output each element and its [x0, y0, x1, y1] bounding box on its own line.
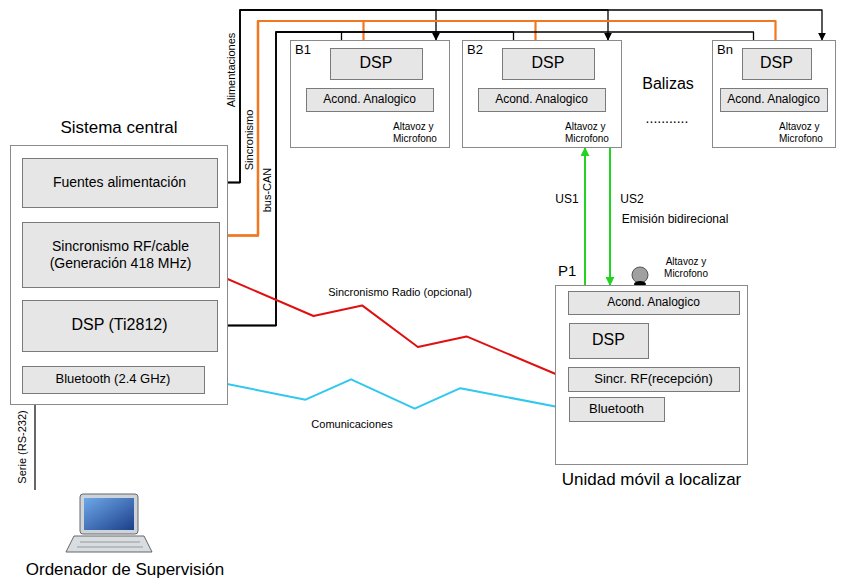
box-label: Acond. Analogico: [602, 294, 705, 312]
group-label: Balizas: [640, 75, 696, 93]
unit-id: P1: [558, 262, 576, 279]
module-box: DSP: [502, 48, 595, 80]
computer-label: Ordenador de Supervisión: [10, 560, 240, 580]
box-label: Sincronismo RF/cable (Generación 418 MHz…: [23, 236, 219, 272]
antenna-mark: [190, 276, 576, 408]
box-label: DSP: [755, 52, 798, 74]
speaker-label: Altavoz y Microfono: [779, 121, 833, 145]
box-label: Acond. Analogico: [722, 91, 825, 109]
mobile-unit-box: P1Altavoz y MicrofonoUnidad móvil a loca…: [555, 285, 748, 465]
speaker-label: Altavoz y Microfono: [656, 256, 716, 280]
module-box: Bluetooth (2.4 GHz): [22, 366, 205, 394]
module-box: Sincronismo RF/cable (Generación 418 MHz…: [22, 222, 220, 288]
box-label: DSP: [527, 52, 570, 74]
box-label: Fuentes alimentación: [48, 172, 191, 192]
beacon-id: Bn: [717, 43, 733, 58]
connector-label: US1: [553, 193, 580, 207]
connector: [584, 148, 586, 285]
box-label: Bluetooth: [584, 400, 649, 419]
box-label: DSP: [355, 52, 398, 74]
connector: [609, 148, 611, 285]
speaker-label: Altavoz y Microfono: [393, 121, 447, 145]
module-box: Bluetooth: [569, 397, 665, 422]
module-box: Acond. Analogico: [568, 291, 740, 315]
wire-label: bus-CAN: [261, 166, 274, 215]
connector: [218, 10, 437, 183]
box-label: DSP: [587, 329, 630, 351]
box-label: Acond. Analogico: [318, 91, 421, 109]
module-box: Acond. Analogico: [478, 88, 606, 112]
connector: [218, 32, 754, 326]
module-box: Fuentes alimentación: [22, 158, 218, 208]
module-box: DSP: [742, 48, 812, 80]
note-label: Emisión bidirecional: [620, 213, 731, 227]
module-box: DSP: [330, 48, 423, 80]
box-label: Acond. Analogico: [490, 91, 593, 109]
box-label: DSP (Ti2812): [66, 314, 172, 336]
wire-label: Alimentaciones: [225, 31, 238, 110]
beacon-box: B1Altavoz y Microfono DSP Acond. Analogico: [290, 40, 450, 148]
connector-label: Comunicaciones: [309, 418, 394, 431]
connector: [220, 276, 568, 380]
system-housing: Sistema centralFuentes alimentaciónSincr…: [10, 145, 228, 405]
connector-label: US2: [618, 193, 645, 207]
heading: Unidad móvil a localizar: [556, 470, 747, 490]
beacon-id: B1: [295, 43, 311, 58]
beacon-id: B2: [467, 43, 483, 58]
module-box: Acond. Analogico: [720, 88, 828, 112]
laptop-icon: [66, 494, 152, 552]
connector: [34, 405, 35, 490]
box-label: Bluetooth (2.4 GHz): [51, 370, 176, 389]
module-box: Acond. Analogico: [306, 88, 434, 112]
connector: [220, 21, 776, 236]
connector-label: Sincronismo Radio (opcional): [326, 286, 474, 299]
connector: [205, 379, 569, 409]
wire-label: Sincronismo: [243, 108, 256, 173]
speaker-label: Altavoz y Microfono: [565, 121, 619, 145]
ellipsis: ...........: [644, 110, 691, 126]
module-box: DSP (Ti2812): [22, 300, 218, 352]
module-box: DSP: [569, 323, 649, 359]
beacon-box: BnAltavoz y Microfono DSP Acond. Analogico: [712, 40, 836, 148]
speaker-icon: [632, 267, 648, 287]
box-label: Sincr. RF(recepción): [589, 370, 717, 389]
beacon-box: B2Altavoz y Microfono DSP Acond. Analogico: [462, 40, 622, 148]
connector-label: Serie (RS-232): [16, 408, 29, 485]
module-box: Sincr. RF(recepción): [568, 367, 740, 392]
heading: Sistema central: [11, 118, 227, 138]
computer-node: Ordenador de Supervisión: [10, 490, 240, 582]
